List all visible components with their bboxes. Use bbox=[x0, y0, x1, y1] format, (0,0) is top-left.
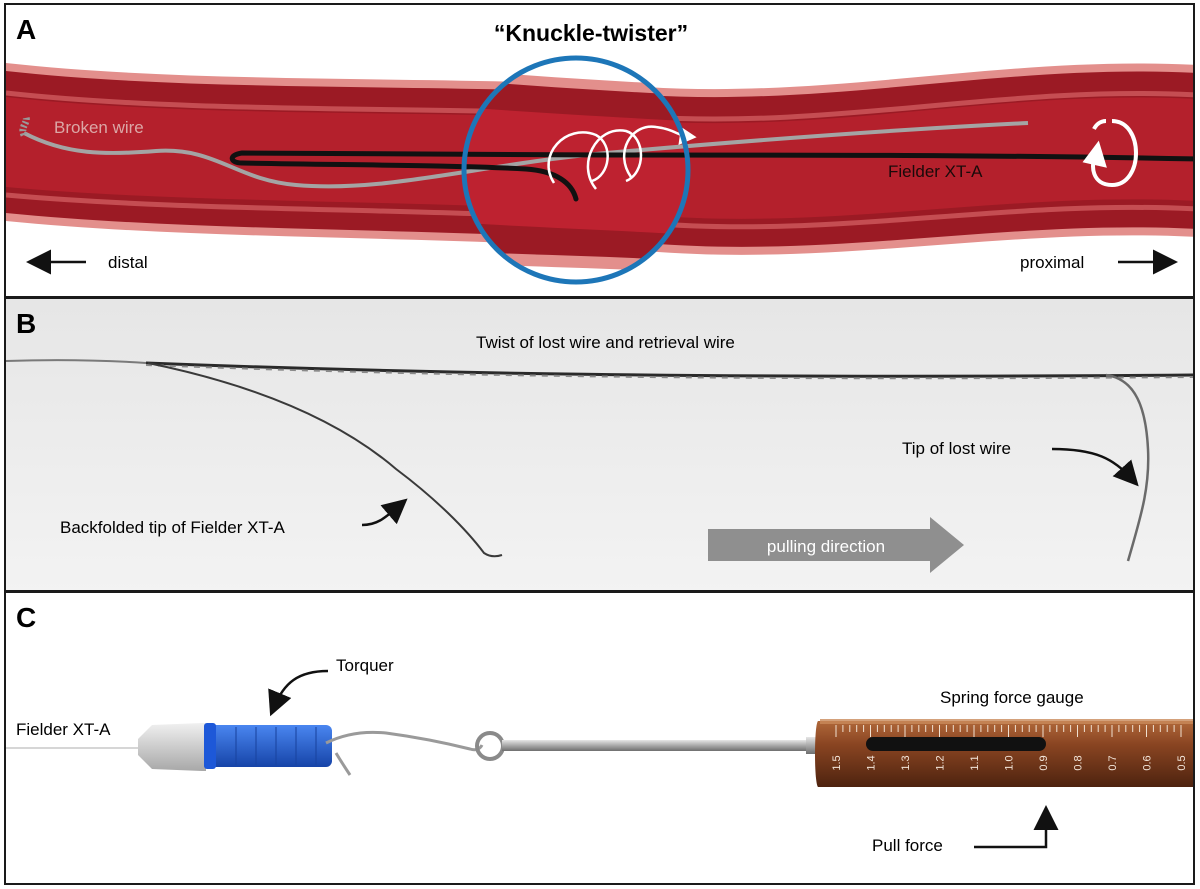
gauge-tick-label: 1.5 bbox=[831, 755, 843, 770]
gauge-tick-label: 0.5 bbox=[1176, 755, 1188, 770]
gauge-tick-label: 0.9 bbox=[1038, 755, 1050, 770]
proximal-label: proximal bbox=[1020, 253, 1084, 272]
spring-force-gauge bbox=[815, 721, 1193, 787]
torquer-arrow-icon bbox=[268, 669, 329, 717]
pull-force-label: Pull force bbox=[872, 836, 943, 855]
gauge-tick-label: 1.4 bbox=[866, 755, 878, 770]
twist-label: Twist of lost wire and retrieval wire bbox=[476, 333, 735, 352]
broken-wire bbox=[23, 121, 1029, 189]
broken-wire-coil bbox=[19, 115, 30, 137]
lost-tip-arrow-icon bbox=[1051, 447, 1139, 487]
gauge-tick-label: 0.6 bbox=[1142, 755, 1154, 770]
panel-a-letter: A bbox=[16, 14, 36, 45]
panel-c-photo: 1.5 1.4 1.3 1.2 1.1 1.0 0.9 0.8 0.7 0.6 0.5 C Torq… bbox=[6, 602, 1193, 855]
pulling-direction-label: pulling direction bbox=[767, 537, 885, 556]
fielder-wire bbox=[229, 150, 1193, 202]
gauge-tick-label: 0.7 bbox=[1107, 755, 1119, 770]
panel-a: A “Knuckle-twister” Broken wire Fielder … bbox=[4, 3, 1195, 298]
magnify-circle bbox=[461, 55, 691, 285]
pull-force-arrow-icon bbox=[974, 805, 1059, 849]
panel-b: B Twist of lost wire and retrieval wire … bbox=[4, 297, 1195, 592]
fielder-label: Fielder XT-A bbox=[888, 162, 983, 181]
twisted-wires bbox=[145, 361, 1193, 378]
torquer-label: Torquer bbox=[336, 656, 394, 675]
torquer-body bbox=[204, 725, 332, 767]
torquer-cap bbox=[138, 723, 206, 771]
backfolded-label: Backfolded tip of Fielder XT-A bbox=[60, 518, 286, 537]
hook-wire bbox=[325, 730, 484, 752]
distal-label: distal bbox=[108, 253, 148, 272]
panel-c: 1.5 1.4 1.3 1.2 1.1 1.0 0.9 0.8 0.7 0.6 0.5 C Torq… bbox=[4, 591, 1195, 885]
panel-b-photo: B Twist of lost wire and retrieval wire … bbox=[6, 299, 1193, 590]
lost-wire-tip bbox=[1105, 373, 1150, 562]
gauge-tick-label: 1.3 bbox=[900, 755, 912, 770]
panel-a-illustration: A “Knuckle-twister” Broken wire Fielder … bbox=[6, 14, 1193, 285]
rotation-arrow-icon bbox=[1082, 119, 1138, 188]
fielder-label-c: Fielder XT-A bbox=[16, 720, 111, 739]
gauge-tick-label: 1.2 bbox=[935, 755, 947, 770]
panel-b-letter: B bbox=[16, 308, 36, 339]
pulling-direction-arrow bbox=[708, 517, 964, 573]
gauge-label: Spring force gauge bbox=[940, 688, 1084, 707]
panel-a-title: “Knuckle-twister” bbox=[494, 20, 688, 46]
gauge-tick-label: 1.0 bbox=[1004, 755, 1016, 770]
twist-spiral-icon bbox=[547, 125, 697, 190]
broken-wire-label: Broken wire bbox=[54, 118, 144, 137]
gauge-tick-label: 1.1 bbox=[969, 755, 981, 770]
gauge-rod bbox=[502, 740, 814, 751]
gauge-tick-label: 0.8 bbox=[1073, 755, 1085, 770]
backfolded-arrow-icon bbox=[361, 498, 408, 527]
backfolded-tip bbox=[147, 362, 503, 558]
lost-tip-label: Tip of lost wire bbox=[902, 439, 1011, 458]
gauge-scale: 1.5 1.4 1.3 1.2 1.1 1.0 0.9 0.8 0.7 0.6 0.5 bbox=[831, 725, 1188, 771]
panel-c-letter: C bbox=[16, 602, 36, 633]
